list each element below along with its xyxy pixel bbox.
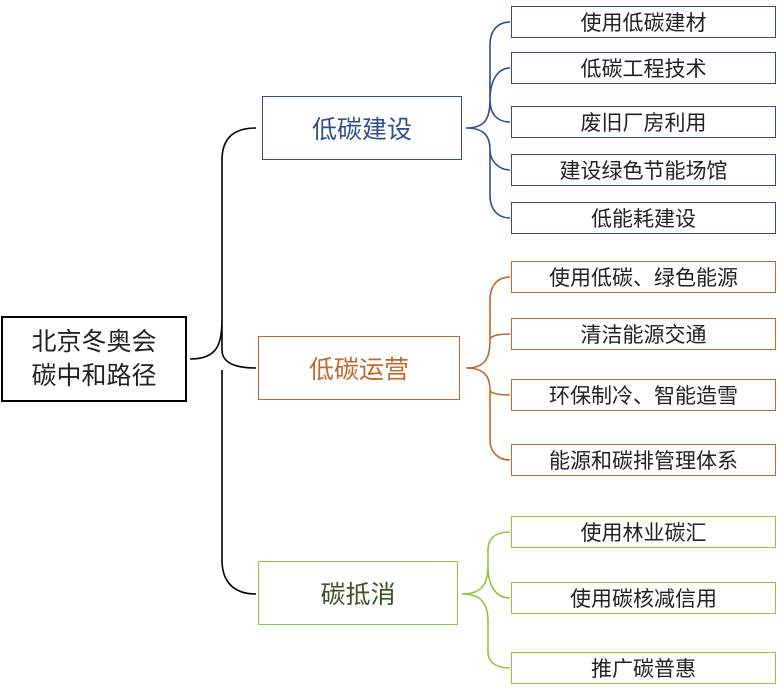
branch-construction: 低碳建设 bbox=[262, 96, 462, 160]
leaf-low-carbon-engineering: 低碳工程技术 bbox=[511, 52, 776, 84]
offset-connector bbox=[461, 531, 511, 669]
leaf-carbon-management: 能源和碳排管理体系 bbox=[511, 444, 776, 476]
leaf-low-energy-construction: 低能耗建设 bbox=[511, 202, 776, 234]
branch-offset: 碳抵消 bbox=[258, 561, 458, 625]
branch-operation: 低碳运营 bbox=[258, 336, 460, 400]
leaf-forestry-sink: 使用林业碳汇 bbox=[511, 516, 776, 548]
leaf-green-venues: 建设绿色节能场馆 bbox=[511, 154, 776, 186]
leaf-carbon-credits: 使用碳核减信用 bbox=[511, 582, 776, 614]
leaf-green-energy: 使用低碳、绿色能源 bbox=[511, 261, 776, 293]
leaf-eco-refrigeration: 环保制冷、智能造雪 bbox=[511, 379, 776, 411]
root-connector bbox=[189, 127, 257, 595]
leaf-old-factory-reuse: 废旧厂房利用 bbox=[511, 106, 776, 138]
leaf-low-carbon-materials: 使用低碳建材 bbox=[511, 6, 776, 38]
leaf-carbon-inclusion: 推广碳普惠 bbox=[511, 652, 776, 684]
leaf-clean-transport: 清洁能源交通 bbox=[511, 318, 776, 350]
operation-connector bbox=[465, 276, 511, 461]
root-node: 北京冬奥会 碳中和路径 bbox=[1, 316, 187, 402]
construction-connector bbox=[465, 21, 511, 219]
